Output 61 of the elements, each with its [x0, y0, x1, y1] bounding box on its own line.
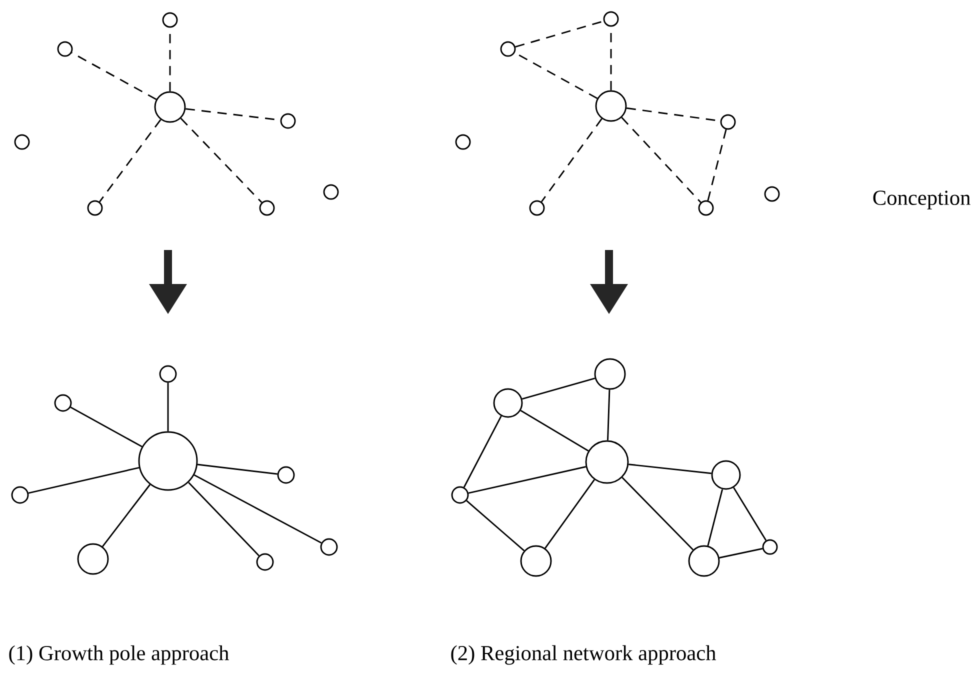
place-circle: [320, 538, 338, 556]
place-circle: [259, 200, 275, 216]
link-line: [99, 119, 162, 202]
link-line: [180, 118, 262, 203]
place-circle: [762, 539, 778, 555]
place-circle: [529, 200, 545, 216]
place-circle: [11, 486, 29, 504]
place-circle: [280, 113, 296, 129]
link-line: [733, 487, 767, 541]
link-line: [707, 489, 724, 546]
link-line: [71, 52, 157, 100]
place-circle: [256, 553, 274, 571]
place-circle: [138, 431, 198, 491]
place-circle: [14, 134, 30, 150]
place-circle: [54, 394, 72, 412]
place-circle: [711, 460, 741, 490]
link-line: [607, 390, 610, 440]
link-line: [102, 484, 151, 547]
place-circle: [688, 545, 720, 577]
place-circle: [451, 486, 469, 504]
link-line: [544, 479, 595, 549]
place-circle: [585, 440, 629, 484]
link-line: [522, 378, 596, 400]
place-circle: [500, 41, 516, 57]
link-line: [70, 406, 142, 448]
link-line: [621, 117, 702, 203]
link-line: [520, 410, 589, 452]
place-circle: [87, 200, 103, 216]
place-circle: [455, 134, 471, 150]
link-line: [188, 482, 260, 556]
link-line: [197, 464, 278, 475]
caption-text: (2) Regional network approach: [451, 645, 716, 665]
link-line: [468, 466, 586, 494]
place-circle: [159, 365, 177, 383]
place-circle: [764, 186, 780, 202]
link-line: [707, 129, 727, 201]
place-circle: [594, 358, 626, 390]
link-line: [540, 118, 602, 202]
place-circle: [162, 12, 178, 28]
link-line: [466, 500, 525, 552]
link-line: [167, 382, 169, 432]
link-line: [622, 477, 694, 550]
place-circle: [603, 11, 619, 27]
place-circle: [323, 184, 339, 200]
link-line: [194, 474, 322, 544]
place-circle: [77, 543, 109, 575]
link-line: [719, 548, 763, 558]
place-circle: [520, 545, 552, 577]
link-line: [628, 464, 712, 474]
link-line: [28, 466, 140, 494]
place-circle: [493, 388, 523, 418]
place-circle: [698, 200, 714, 216]
caption-text: Conception: [873, 190, 970, 210]
place-circle: [154, 91, 186, 123]
place-circle: [277, 466, 295, 484]
place-circle: [595, 90, 627, 122]
place-circle: [57, 41, 73, 57]
link-line: [515, 20, 604, 48]
link-line: [463, 416, 502, 488]
caption-text: (1) Growth pole approach: [9, 645, 229, 665]
place-circle: [720, 114, 736, 130]
